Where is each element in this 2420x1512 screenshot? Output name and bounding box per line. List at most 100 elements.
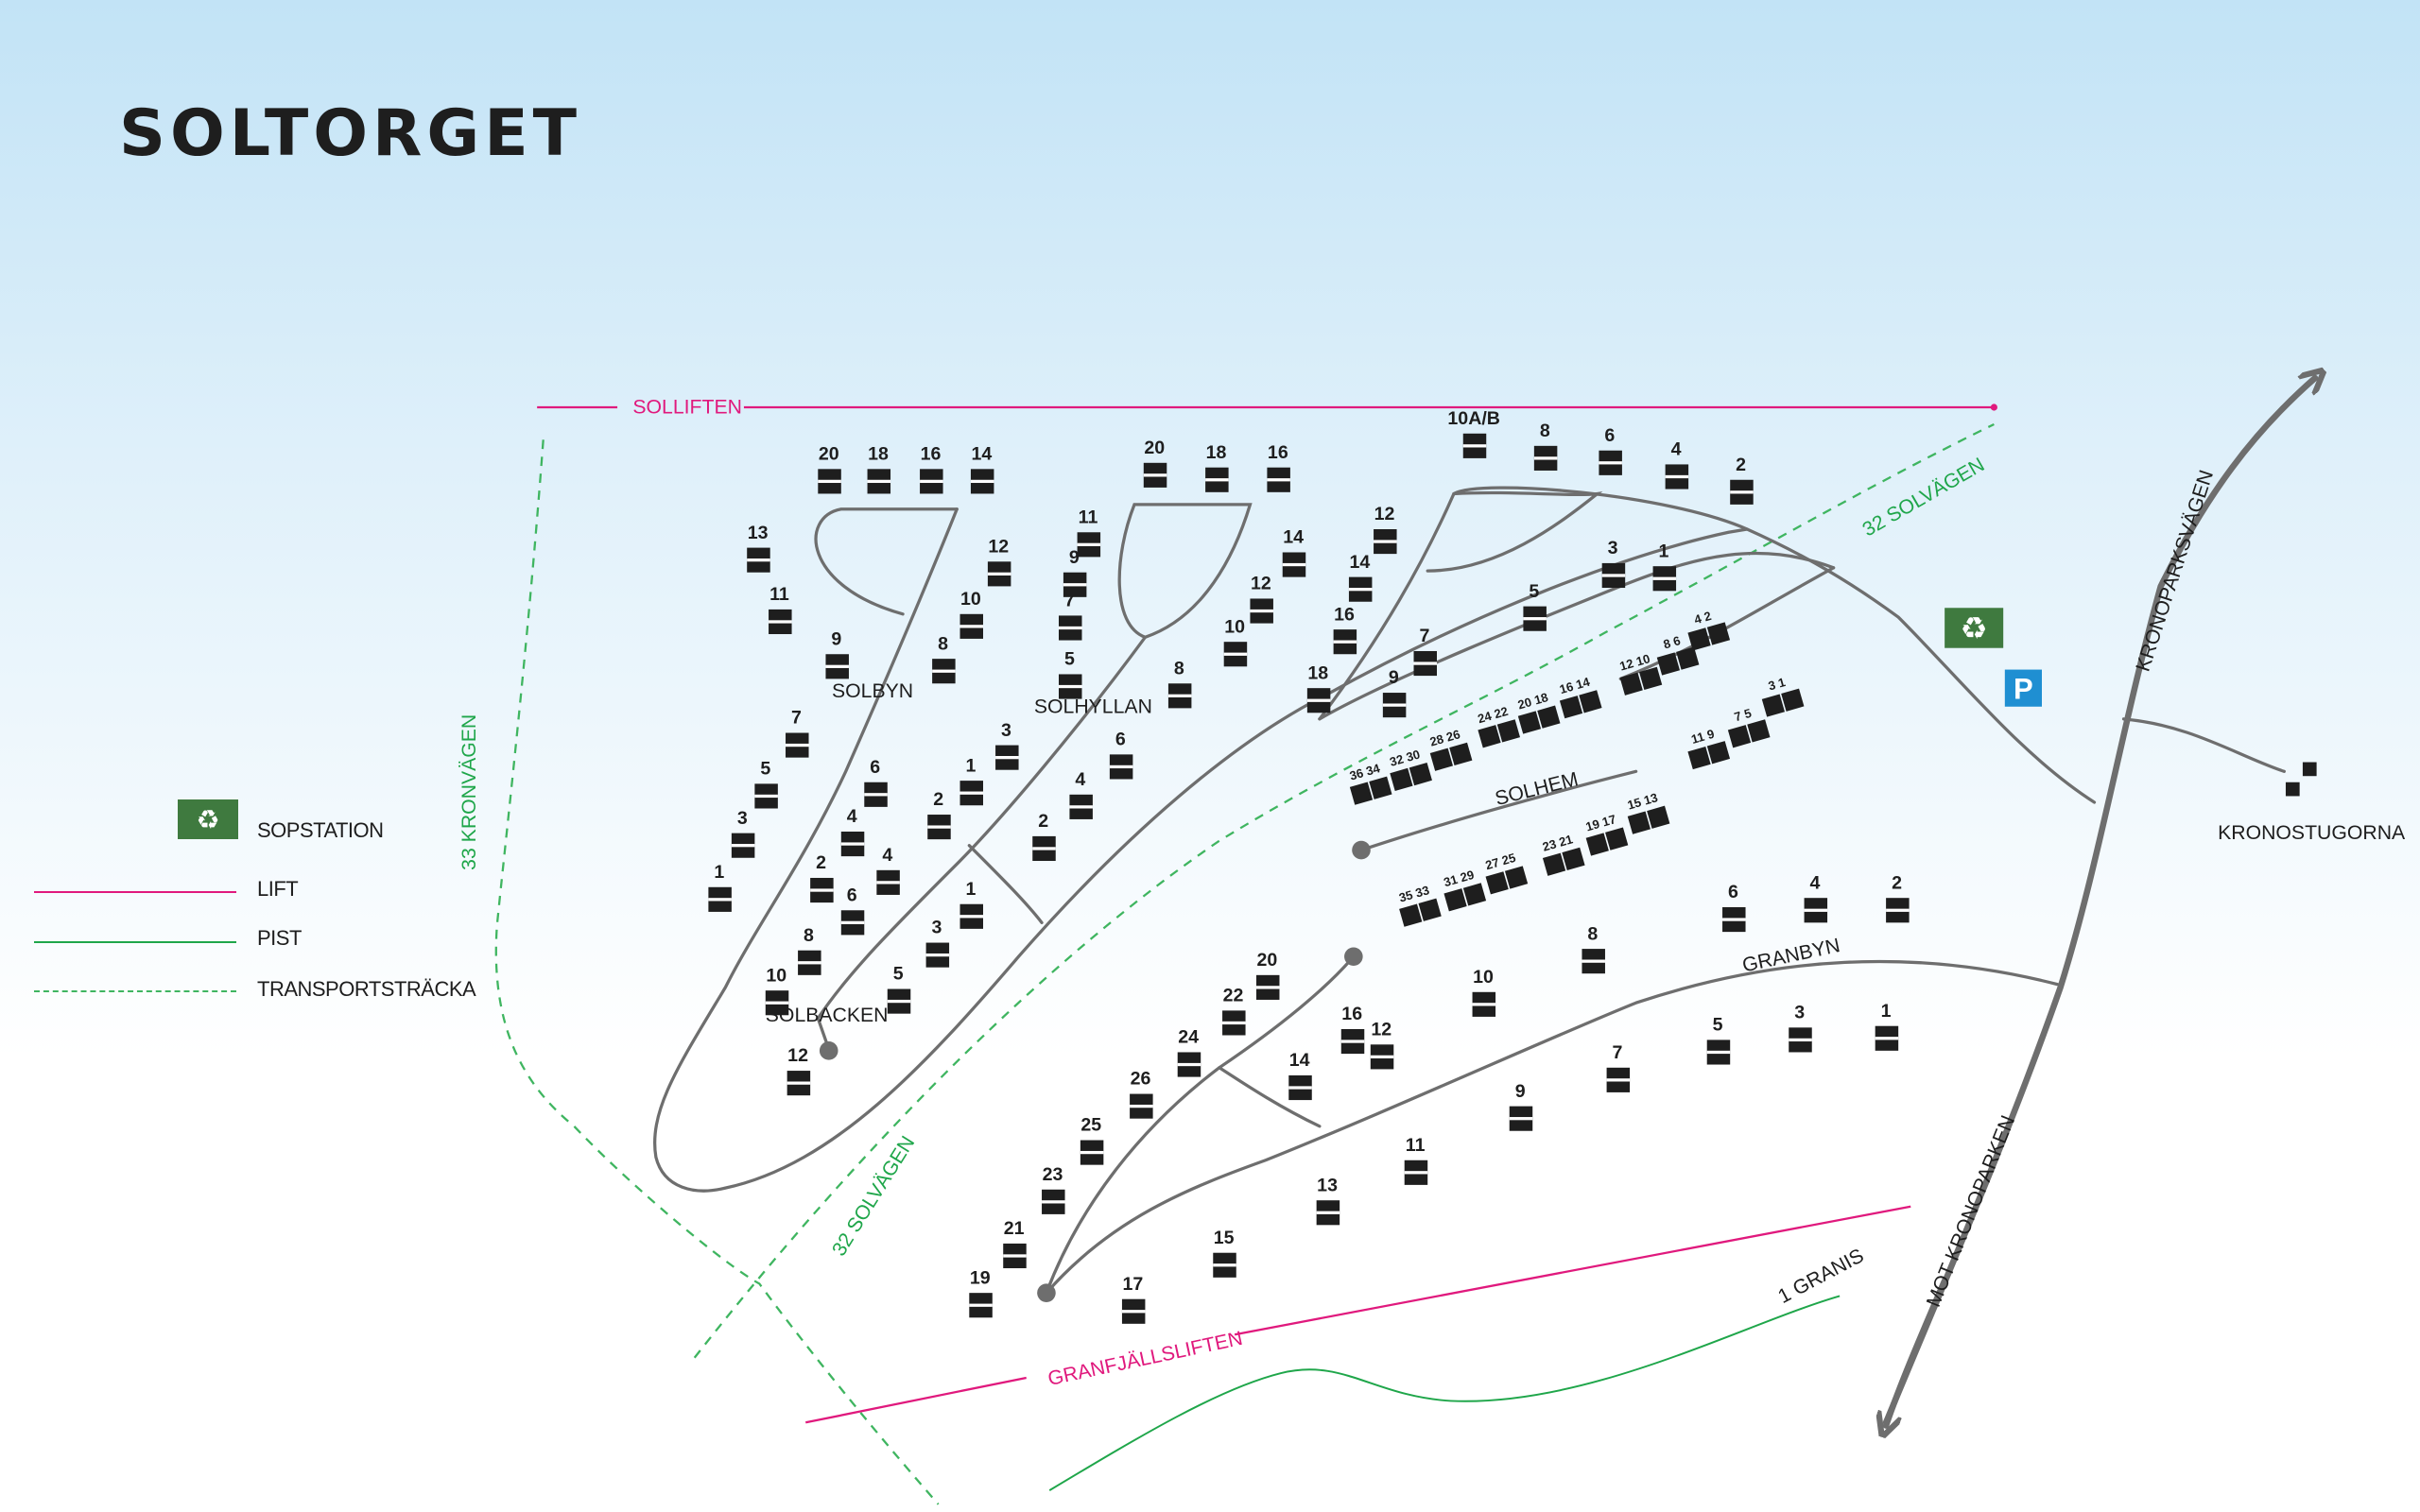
road-solbyn-loop	[814, 507, 959, 616]
cabin-25-63: 25	[1080, 1115, 1104, 1165]
solliften-end	[1990, 404, 1997, 411]
cabin-stripe	[731, 844, 755, 848]
cabin-stripe	[970, 479, 994, 484]
cabin-10-25: 10	[1223, 616, 1248, 667]
cabin-stripe	[1167, 694, 1192, 697]
cabin-12-5: 12	[987, 536, 1011, 587]
solhem-block	[1585, 833, 1609, 856]
cabin-stripe	[959, 791, 983, 795]
solhem-block	[1443, 888, 1467, 912]
cabin-number: 3	[1794, 1003, 1805, 1023]
cabin-number: 2	[816, 852, 826, 873]
cabin-stripe	[1222, 1021, 1246, 1025]
solhem-block	[1478, 725, 1501, 748]
cabin-8-27: 8	[1167, 658, 1192, 709]
cabin-number: 12	[787, 1045, 808, 1066]
legend-recycle-icon: ♻	[178, 799, 238, 839]
parking-symbol: P	[2014, 673, 2033, 706]
cabin-number: 10A/B	[1447, 408, 1500, 429]
road-solhyllan-branch	[967, 844, 1044, 924]
label-solbyn: SOLBYN	[832, 680, 913, 702]
cabin-6-44: 6	[1599, 425, 1622, 475]
cabin-number: 16	[921, 444, 942, 465]
cabin-stripe	[1143, 473, 1167, 477]
cabin-number: 16	[1341, 1004, 1362, 1024]
legend-lift-line	[34, 891, 236, 893]
cabin-number: 13	[1317, 1175, 1338, 1195]
cabin-number: 3	[1001, 720, 1011, 741]
cabin-3-76: 3	[1789, 1003, 1812, 1053]
solhem-house-12: 35 33	[1397, 883, 1442, 927]
cabin-2-15: 2	[810, 852, 834, 903]
endpoint-solbacken	[819, 1041, 838, 1060]
cabin-17-70: 17	[1121, 1274, 1146, 1324]
road-granbyn-branch	[1218, 1066, 1322, 1128]
cabin-stripe	[987, 572, 1011, 576]
cabin-number: 12	[1374, 504, 1395, 524]
cabin-number: 3	[1608, 538, 1618, 558]
solhem-block	[1429, 747, 1453, 771]
label-solvagen-bottom: 32 SOLVÄGEN	[827, 1132, 919, 1260]
solhem-block	[1562, 847, 1585, 870]
label-kronvagen: 33 KRONVÄGEN	[458, 714, 480, 870]
cabin-16-52: 16	[1333, 604, 1357, 655]
cabin-10-40: 10	[765, 965, 789, 1016]
cabin-number: 7	[1419, 626, 1429, 646]
cabin-number: 17	[1122, 1274, 1143, 1295]
solhem-block	[1418, 898, 1442, 921]
cabin-24-59: 24	[1177, 1027, 1201, 1077]
cabin-number: 4	[1810, 872, 1821, 893]
cabin-8-74: 8	[1582, 923, 1605, 974]
cabin-2-73: 2	[1886, 872, 1910, 923]
recycle-icon[interactable]	[1945, 608, 2004, 648]
cabin-stripe	[1059, 626, 1082, 630]
cabin-stripe	[1109, 765, 1133, 769]
recycle-symbol: ♻	[1961, 610, 1988, 645]
cabin-23-66: 23	[1042, 1164, 1065, 1214]
cabin-number: 16	[1268, 442, 1288, 463]
cabin-stripe	[747, 558, 770, 562]
solhem-block	[1462, 883, 1487, 906]
cabin-number: 20	[819, 444, 839, 465]
legend-transport-line	[34, 990, 236, 992]
cabin-number: 9	[1515, 1081, 1526, 1102]
solhem-house-1: 32 30	[1388, 747, 1432, 792]
cabin-number: 2	[1038, 811, 1048, 832]
cabin-number: 14	[1349, 552, 1370, 573]
solhem-block	[1676, 646, 1700, 670]
cabin-stripe	[1205, 478, 1229, 482]
solhem-block	[1579, 690, 1602, 713]
cabin-stripe	[1080, 1150, 1104, 1155]
cabin-stripe	[1250, 609, 1273, 613]
solhem-block	[1706, 622, 1731, 645]
cabin-number: 12	[1371, 1020, 1392, 1040]
cabin-1-35: 1	[959, 879, 983, 929]
cabin-18-18: 18	[1205, 442, 1229, 492]
cabin-14-3: 14	[970, 444, 994, 494]
cabin-stripe	[995, 756, 1019, 760]
cabin-18-55: 18	[1306, 662, 1331, 713]
cabin-number: 14	[971, 444, 992, 465]
cabin-5-26: 5	[1059, 649, 1082, 699]
parking-icon[interactable]	[2004, 669, 2042, 707]
cabin-stripe	[1223, 652, 1248, 656]
recycle-station[interactable]: ♻	[1945, 608, 2004, 648]
solhem-block	[1647, 805, 1670, 829]
cabin-stripe	[1599, 461, 1622, 465]
parking[interactable]: P	[2004, 669, 2042, 707]
cabin-number: 9	[831, 628, 841, 649]
cabin-9-54: 9	[1382, 667, 1407, 718]
solhem-house-13: 31 29	[1442, 868, 1487, 912]
cabin-20-0: 20	[818, 444, 841, 494]
cabin-number: 10	[766, 965, 786, 986]
solhem-block	[1706, 741, 1731, 765]
road-solhyllan-spine	[816, 635, 1148, 1051]
cabin-3-28: 3	[995, 720, 1019, 770]
cabin-11-6: 11	[769, 584, 792, 635]
cabin-stripe	[959, 625, 983, 628]
cabin-stripe	[1382, 703, 1407, 707]
solhem-house-7: 8 6	[1656, 633, 1700, 676]
cabin-stripe	[1130, 1104, 1153, 1108]
